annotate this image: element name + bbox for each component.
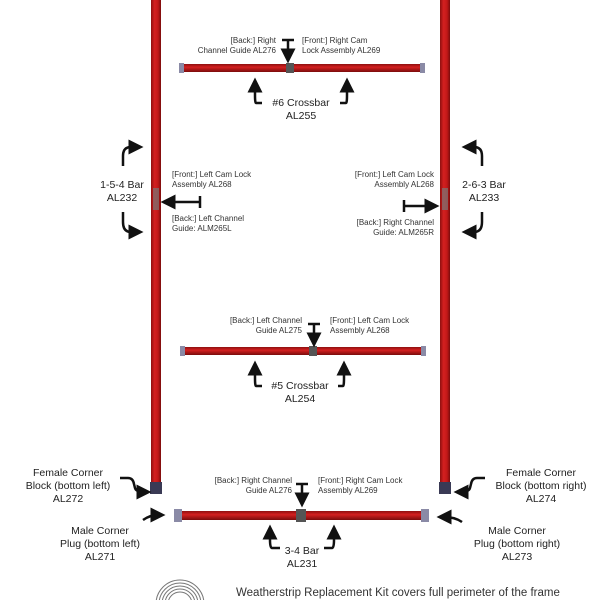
right-bar-part: AL233 [468,192,500,204]
female-left-line1: Female Corner [32,467,104,479]
crossbar5-title: #5 Crossbar [271,380,329,392]
left-bar-back-label: [Back:] Left Channel Guide: ALM265L [172,214,245,233]
female-right-line1: Female Corner [505,467,577,479]
crossbar6-back-label: [Back:] Right Channel Guide AL276 [197,36,276,55]
right-bar-back-label: [Back:] Right Channel Guide: ALM265R [356,218,434,237]
bar-3-4 [174,509,429,522]
crossbar6-front-label: [Front:] Right Cam Lock Assembly AL269 [302,36,381,55]
right-bar-front-label: [Front:] Left Cam Lock Assembly AL268 [354,170,434,189]
male-right-line1: Male Corner [488,525,546,537]
crossbar-6 [179,63,425,73]
crossbar6-part: AL255 [285,110,317,122]
crossbar5-back-label: [Back:] Left Channel Guide AL275 [229,316,302,335]
female-right-part: AL274 [525,493,557,505]
left-side-bar [150,0,162,494]
arrow-icon [121,139,202,240]
right-side-bar [439,0,451,494]
crossbar-5 [180,346,426,356]
arrow-icon [120,476,485,525]
weatherstrip-note: Weatherstrip Replacement Kit covers full… [236,587,560,599]
left-bar-part: AL232 [106,192,138,204]
female-left-line2: Block (bottom left) [25,480,111,492]
bar34-front-label: [Front:] Right Cam Lock Assembly AL269 [318,476,403,495]
female-right-line2: Block (bottom right) [495,480,587,492]
bar34-back-label: [Back:] Right Channel Guide AL276 [214,476,292,495]
male-right-part: AL273 [501,551,533,563]
crossbar5-front-label: [Front:] Left Cam Lock Assembly AL268 [330,316,410,335]
arrow-icon [247,38,355,105]
arrow-icon [262,482,342,550]
female-left-part: AL272 [52,493,84,505]
crossbar5-part: AL254 [284,393,316,405]
male-left-line2: Plug (bottom left) [60,538,140,550]
right-bar-title: 2-6-3 Bar [462,179,506,191]
male-left-line1: Male Corner [71,525,129,537]
arrow-icon [247,322,352,388]
weatherstrip-coil-icon [155,579,205,600]
crossbar6-title: #6 Crossbar [272,97,330,109]
male-right-line2: Plug (bottom right) [473,538,561,550]
arrow-icon [402,139,484,240]
left-bar-title: 1-5-4 Bar [100,179,144,191]
left-bar-front-label: [Front:] Left Cam Lock Assembly AL268 [172,170,252,189]
bar34-part: AL231 [286,558,318,570]
male-left-part: AL271 [84,551,116,563]
bar34-title: 3-4 Bar [284,545,320,557]
